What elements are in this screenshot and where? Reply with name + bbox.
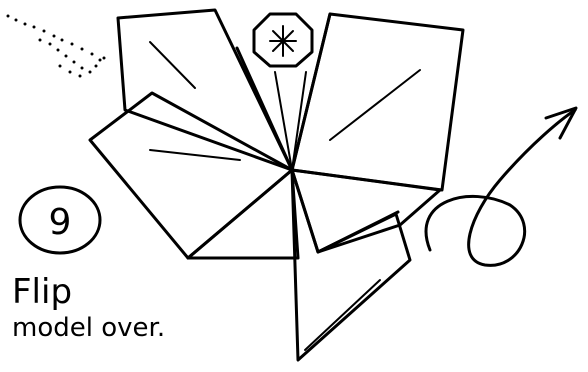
center-emblem [254, 14, 312, 66]
asterisk-icon [270, 26, 296, 56]
flap-lower-left [188, 170, 298, 258]
flap-top-left [118, 10, 292, 170]
instruction-line-2: model over. [12, 313, 165, 343]
flap-top-right [292, 14, 463, 190]
flap-left [90, 93, 292, 258]
step-number: 9 [49, 202, 72, 243]
step-number-badge: 9 [20, 187, 100, 253]
flap-bottom [292, 170, 410, 360]
instruction-line-1: Flip [12, 272, 72, 312]
motion-dots [7, 15, 106, 78]
